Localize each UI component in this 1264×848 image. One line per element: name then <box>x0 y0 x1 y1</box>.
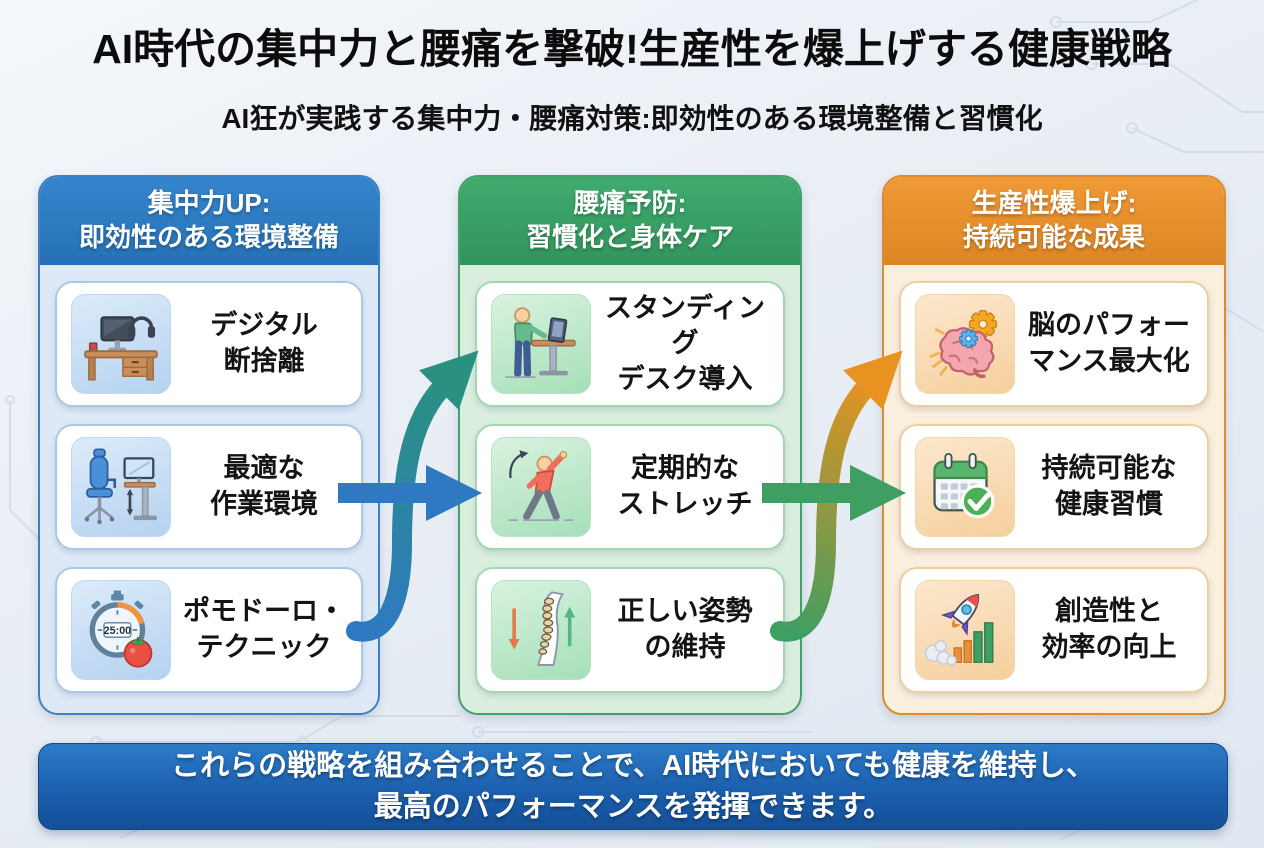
calendar-check-icon <box>915 437 1015 537</box>
card-label: 創造性と 効率の向上 <box>1041 596 1177 662</box>
panel-productivity-header: 生産性爆上げ: 持続可能な成果 <box>884 177 1224 265</box>
panel-productivity: 生産性爆上げ: 持続可能な成果 <box>882 175 1226 715</box>
card-pomodoro-technique: 25:00 ポモドーロ・ テクニック <box>55 567 363 693</box>
panel-backpain-body: スタンディング デスク導入 定期的な ストレッチ <box>460 265 800 713</box>
timer-value: 25:00 <box>104 625 132 637</box>
card-creativity-efficiency: 創造性と 効率の向上 <box>899 567 1209 693</box>
card-label: 持続可能な 健康習慣 <box>1041 453 1177 519</box>
conclusion-text: これらの戦略を組み合わせることで、AI時代においても健康を維持し、 最高のパフォ… <box>171 749 1095 823</box>
desk-monitor-headphones-icon <box>71 294 171 394</box>
panel-backpain-header: 腰痛予防: 習慣化と身体ケア <box>460 177 800 265</box>
card-label: スタンディング デスク導入 <box>604 292 766 394</box>
card-label: 最適な 作業環境 <box>210 453 318 519</box>
card-label: デジタル 断捨離 <box>210 310 318 376</box>
standing-desk-person-icon <box>491 294 591 394</box>
card-standing-desk: スタンディング デスク導入 <box>475 281 785 407</box>
card-optimal-workspace: 最適な 作業環境 <box>55 424 363 550</box>
panel-focus-body: デジタル 断捨離 <box>40 265 378 713</box>
card-label: 脳のパフォー マンス最大化 <box>1028 310 1190 376</box>
card-sustainable-habits: 持続可能な 健康習慣 <box>899 424 1209 550</box>
panel-backpain: 腰痛予防: 習慣化と身体ケア スタンディング デスク導入 <box>458 175 802 715</box>
panel-focus: 集中力UP: 即効性のある環境整備 <box>38 175 380 715</box>
card-correct-posture: 正しい姿勢 の維持 <box>475 567 785 693</box>
card-digital-detox: デジタル 断捨離 <box>55 281 363 407</box>
panel-productivity-body: 脳のパフォー マンス最大化 持続可能な 健康習慣 <box>884 265 1224 713</box>
page-subtitle: AI狂が実践する集中力・腰痛対策:即効性のある環境整備と習慣化 <box>221 103 1043 134</box>
card-label: 定期的な ストレッチ <box>617 453 753 519</box>
ergonomic-chair-desk-icon <box>71 437 171 537</box>
card-regular-stretch: 定期的な ストレッチ <box>475 424 785 550</box>
stretching-person-icon <box>491 437 591 537</box>
card-brain-performance: 脳のパフォー マンス最大化 <box>899 281 1209 407</box>
card-label: 正しい姿勢 の維持 <box>617 596 753 662</box>
conclusion-banner: これらの戦略を組み合わせることで、AI時代においても健康を維持し、 最高のパフォ… <box>38 743 1228 830</box>
card-label: ポモドーロ・ テクニック <box>183 596 345 662</box>
brain-gears-icon <box>915 294 1015 394</box>
panel-focus-header: 集中力UP: 即効性のある環境整備 <box>40 177 378 265</box>
page-title: AI時代の集中力と腰痛を撃破!生産性を爆上げする健康戦略 <box>92 26 1172 72</box>
rocket-growth-chart-icon <box>915 580 1015 680</box>
pomodoro-timer-tomato-icon: 25:00 <box>71 580 171 680</box>
spine-posture-arrows-icon <box>491 580 591 680</box>
